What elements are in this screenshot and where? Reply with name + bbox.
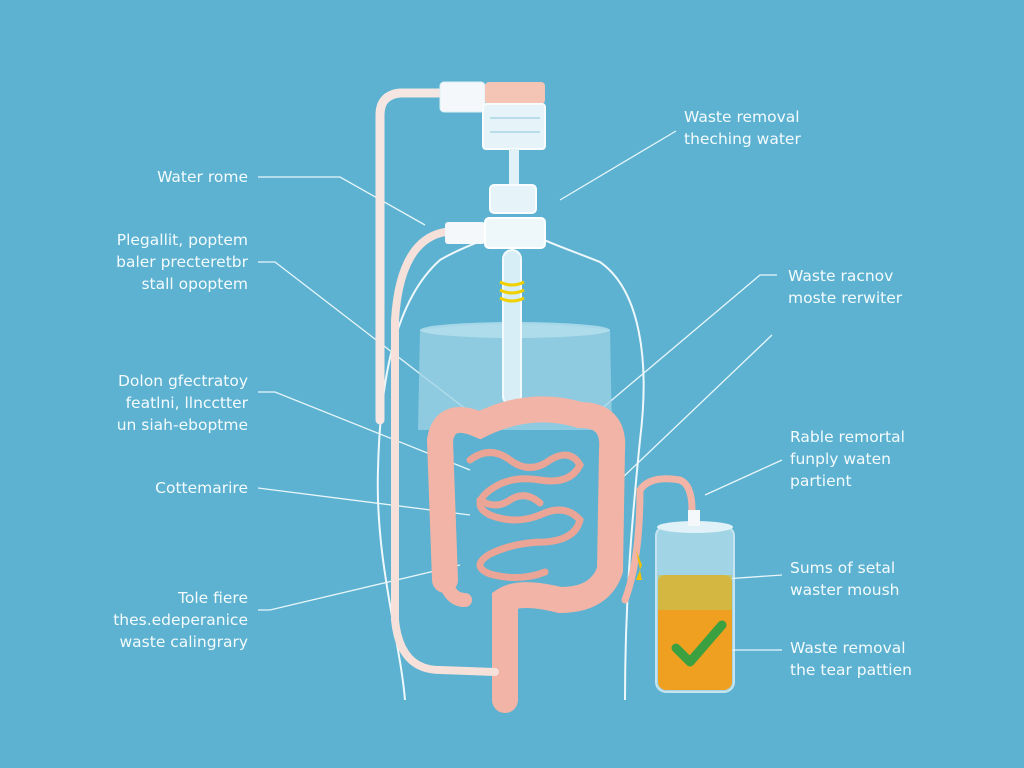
label-line: moste rerwiter — [788, 289, 903, 307]
label-left-3: Dolon gfectratoy featlni, llncctter un sia… — [117, 370, 248, 436]
label-line: Plegallit, poptem — [116, 231, 248, 249]
nozzle-tube — [502, 249, 522, 406]
clamp — [499, 280, 525, 303]
label-line: partient — [790, 472, 852, 490]
water-control-device — [439, 81, 546, 249]
label-line: baler precteretbr — [116, 253, 248, 271]
label-line: Water rome — [157, 168, 248, 186]
label-right-3: Rable remortal funply waten partient — [790, 426, 905, 492]
label-line: funply waten — [790, 450, 891, 468]
label-line: un siah-eboptme — [116, 416, 248, 434]
label-line: waste calingrary — [119, 633, 248, 651]
label-left-1: Water rome — [157, 166, 248, 188]
label-line: waster moush — [790, 581, 900, 599]
check-icon — [671, 620, 727, 667]
small-intestine — [466, 449, 584, 581]
label-right-2: Waste racnov moste rerwiter — [788, 265, 902, 309]
label-line: Waste removal — [790, 639, 906, 657]
inflow-pipe — [375, 88, 450, 425]
label-right-4: Sums of setal waster moush — [790, 557, 899, 601]
label-line: stall opoptem — [141, 275, 248, 293]
label-line: Sums of setal — [790, 559, 896, 577]
label-line: Rable remortal — [790, 428, 905, 446]
label-right-5: Waste removal the tear pattien — [790, 637, 912, 681]
leader-lines — [257, 130, 783, 651]
label-line: Dolon gfectratoy — [118, 372, 248, 390]
label-left-5: Tole fiere thes.edeperanice waste calingra… — [113, 587, 248, 653]
label-line: thes.edeperanice — [113, 611, 248, 629]
outflow-hose — [391, 228, 499, 676]
label-right-1: Waste removal theching water — [684, 106, 801, 150]
label-left-4: Cottemarire — [155, 477, 248, 499]
label-line: Cottemarire — [155, 479, 248, 497]
label-line: featlni, llncctter — [125, 394, 248, 412]
label-line: Waste removal — [684, 108, 800, 126]
waste-collection-jar — [655, 510, 735, 693]
label-line: Waste racnov — [788, 267, 894, 285]
label-left-2: Plegallit, poptem baler precteretbr stall … — [116, 229, 248, 295]
label-line: Tole fiere — [178, 589, 248, 607]
label-line: theching water — [684, 130, 801, 148]
label-line: the tear pattien — [790, 661, 912, 679]
jar-hose — [621, 475, 696, 604]
large-intestine — [426, 396, 626, 713]
